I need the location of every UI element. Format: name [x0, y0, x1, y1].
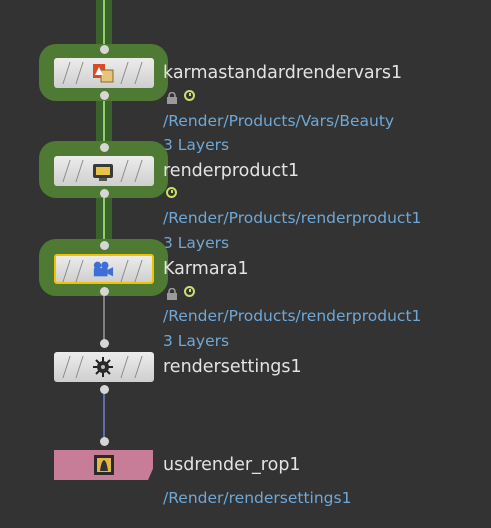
output-port[interactable] [100, 189, 109, 198]
input-port[interactable] [100, 437, 109, 446]
layer-count: 3 Layers [163, 332, 230, 350]
node-karmastandardrendervars1[interactable] [54, 58, 154, 88]
output-port[interactable] [100, 287, 109, 296]
node-name: rendersettings1 [163, 357, 302, 377]
node-name: usdrender_rop1 [163, 455, 301, 475]
prim-path: /Render/Products/Vars/Beauty [163, 112, 395, 130]
time-dependent-icon [166, 187, 177, 198]
node-name: renderproduct1 [163, 161, 300, 181]
lock-icon [166, 89, 178, 104]
node-usdrender-rop1[interactable] [54, 450, 153, 480]
lock-icon [166, 285, 178, 300]
node-name: Karmara1 [163, 259, 249, 279]
prim-path: /Render/Products/renderproduct1 [163, 209, 422, 227]
output-port[interactable] [100, 91, 109, 100]
camera-icon [92, 258, 114, 280]
input-port[interactable] [100, 143, 109, 152]
usd-render-rop-icon [93, 454, 115, 476]
input-port[interactable] [100, 45, 109, 54]
output-port[interactable] [100, 385, 109, 394]
time-dependent-icon [184, 285, 195, 297]
prim-path: /Render/rendersettings1 [163, 489, 352, 507]
node-badges [166, 285, 195, 300]
time-dependent-icon [184, 89, 195, 101]
render-product-icon [92, 160, 114, 182]
node-name: karmastandardrendervars1 [163, 63, 403, 83]
input-port[interactable] [100, 241, 109, 250]
prim-path: /Render/Products/renderproduct1 [163, 307, 422, 325]
node-rendersettings1[interactable] [54, 352, 154, 382]
node-badges [166, 89, 195, 104]
node-renderproduct1[interactable] [54, 156, 154, 186]
node-badges [166, 187, 177, 198]
node-karmara1[interactable] [54, 254, 154, 284]
layer-count: 3 Layers [163, 234, 230, 252]
input-port[interactable] [100, 339, 109, 348]
render-settings-icon [92, 356, 114, 378]
layer-count: 3 Layers [163, 136, 230, 154]
render-vars-icon [92, 62, 114, 84]
